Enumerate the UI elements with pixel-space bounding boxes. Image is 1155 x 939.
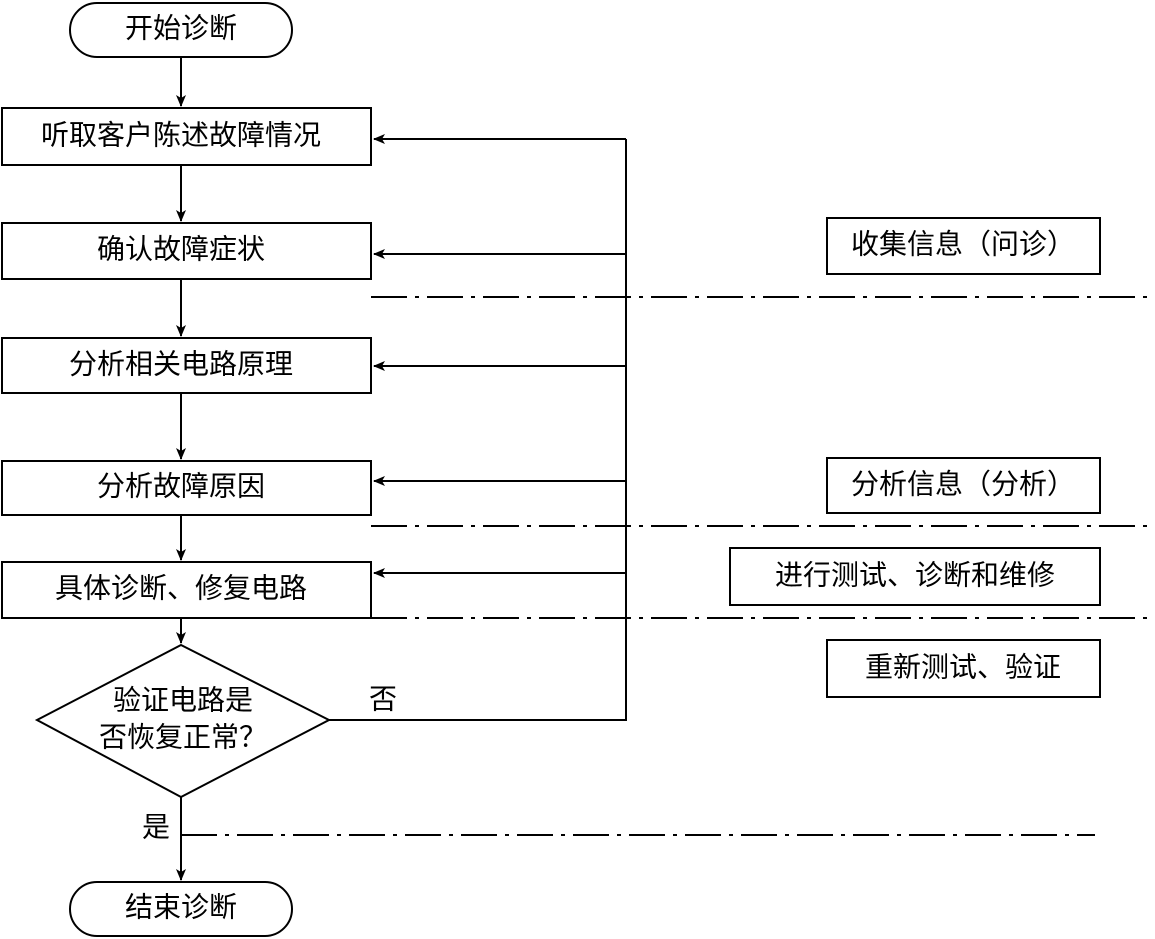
decision-diamond — [34, 643, 332, 799]
phase-label-verify: 重新测试、验证 — [865, 651, 1061, 684]
start-label: 开始诊断 — [125, 12, 237, 45]
phase-label-analyze: 分析信息（分析） — [851, 468, 1075, 501]
phase-label-test: 进行测试、诊断和维修 — [775, 559, 1055, 592]
step-label-cause: 分析故障原因 — [97, 470, 265, 503]
step-label-circuit: 分析相关电路原理 — [69, 348, 293, 381]
step-box-circuit — [1, 337, 372, 394]
decision-label-line1: 验证电路是 — [113, 684, 253, 717]
phase-box-verify — [826, 639, 1101, 698]
step-label-repair: 具体诊断、修复电路 — [55, 572, 307, 605]
end-terminal — [69, 881, 293, 937]
step-box-confirm — [1, 222, 372, 280]
phase-box-analyze — [826, 457, 1101, 514]
no-feedback-line — [329, 139, 627, 721]
step-box-repair — [1, 561, 372, 619]
no-label: 否 — [369, 683, 397, 716]
step-box-listen — [1, 107, 372, 166]
decision-label-line2: 否恢复正常？ — [99, 721, 267, 754]
step-box-cause — [1, 460, 372, 516]
step-label-confirm: 确认故障症状 — [97, 233, 265, 266]
phase-box-test — [729, 547, 1101, 606]
end-label: 结束诊断 — [125, 891, 237, 924]
phase-box-collect — [826, 217, 1101, 275]
yes-label: 是 — [142, 811, 170, 844]
step-label-listen: 听取客户陈述故障情况 — [41, 119, 321, 152]
phase-label-collect: 收集信息（问诊） — [851, 228, 1075, 261]
